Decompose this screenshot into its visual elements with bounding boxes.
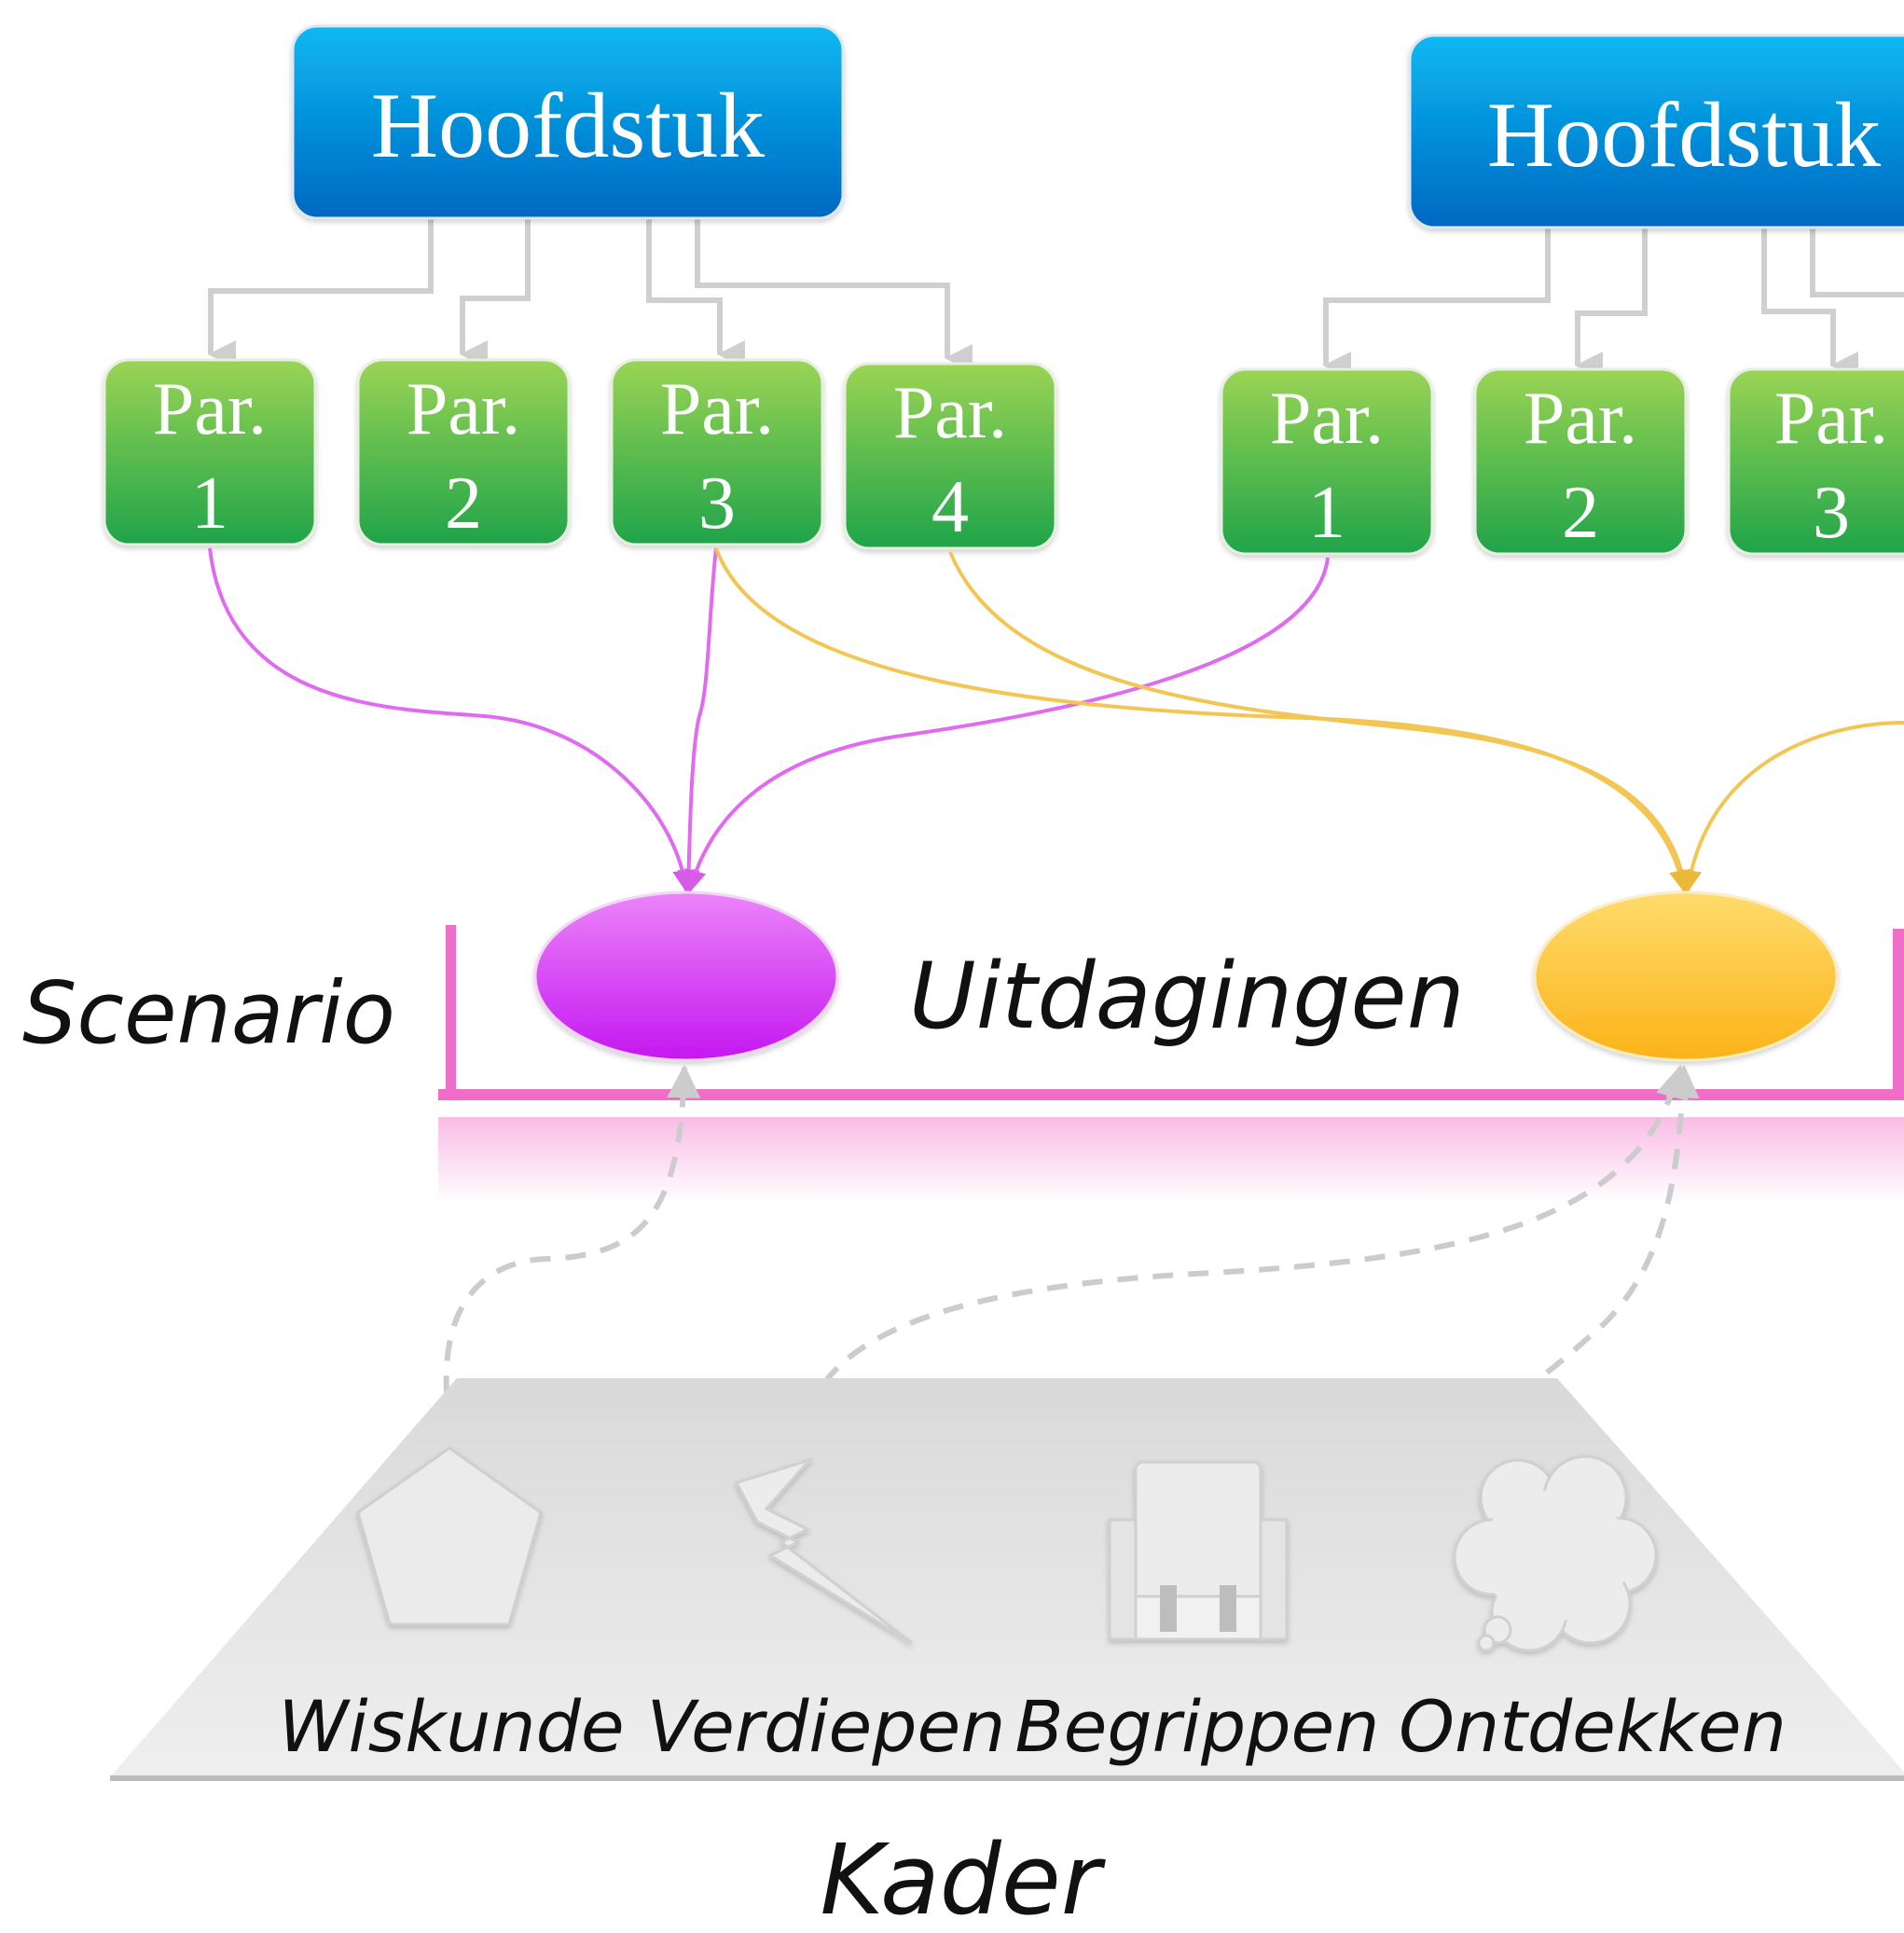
kader-links [443, 1064, 1700, 1462]
lightning-icon [734, 1457, 913, 1645]
challenges-label: Uitdagingen [909, 944, 1465, 1050]
scenario-label: Scenario [22, 963, 395, 1063]
chapter-title: Hoofdstuk [371, 74, 765, 177]
kader-item-label: Wiskunde [278, 1685, 624, 1768]
paragraph-number: 4 [931, 466, 969, 548]
paragraph-number: 2 [1562, 472, 1599, 554]
purple-links [208, 547, 1330, 893]
paragraph-label: Par. [153, 368, 267, 450]
yellow-links [714, 547, 1904, 893]
paragraph-box: Par. 3 [610, 358, 824, 546]
paragraph-label: Par. [1524, 378, 1637, 460]
chapter-box: Hoofdstuk [291, 24, 845, 220]
scenario-bar [438, 925, 1904, 1203]
kader-item-label: Ontdekken [1399, 1685, 1787, 1768]
paragraph-label: Par. [1270, 378, 1384, 460]
kader-item-label: Verdiepen [647, 1685, 1006, 1768]
chapter-1-connectors [208, 216, 973, 372]
pentagon-icon [356, 1446, 543, 1626]
paragraph-number: 1 [191, 463, 228, 545]
paragraph-number: 3 [1813, 472, 1850, 554]
paragraph-label: Par. [407, 368, 520, 450]
kader-label: Kader [821, 1823, 1107, 1933]
kader-platform-edge [110, 1775, 1904, 1781]
thought-cloud-icon [1453, 1455, 1658, 1652]
kader-platform [110, 1378, 1904, 1777]
paragraph-label: Par. [1774, 378, 1888, 460]
paragraph-box: Par. 3 [1727, 367, 1904, 556]
paragraph-number: 1 [1308, 472, 1345, 554]
paragraph-box: Par. 1 [1220, 367, 1434, 556]
paragraph-box: Par. 2 [1473, 367, 1688, 556]
paragraph-number: 2 [445, 463, 482, 545]
paragraph-box: Par. 1 [103, 358, 317, 546]
chapter-title: Hoofdstuk [1487, 83, 1881, 186]
paragraph-label: Par. [893, 372, 1007, 454]
chapter-2-connectors [1323, 226, 1904, 380]
kader-item-label: Begrippen [1015, 1685, 1380, 1768]
paragraph-number: 3 [698, 463, 736, 545]
challenge-yellow [1533, 891, 1839, 1062]
chapter-box: Hoofdstuk [1408, 34, 1904, 229]
paragraph-label: Par. [660, 368, 774, 450]
paragraph-box: Par. 2 [356, 358, 571, 546]
chair-icon [1108, 1460, 1289, 1641]
paragraph-box: Par. 4 [843, 362, 1057, 550]
challenge-purple [533, 891, 839, 1062]
